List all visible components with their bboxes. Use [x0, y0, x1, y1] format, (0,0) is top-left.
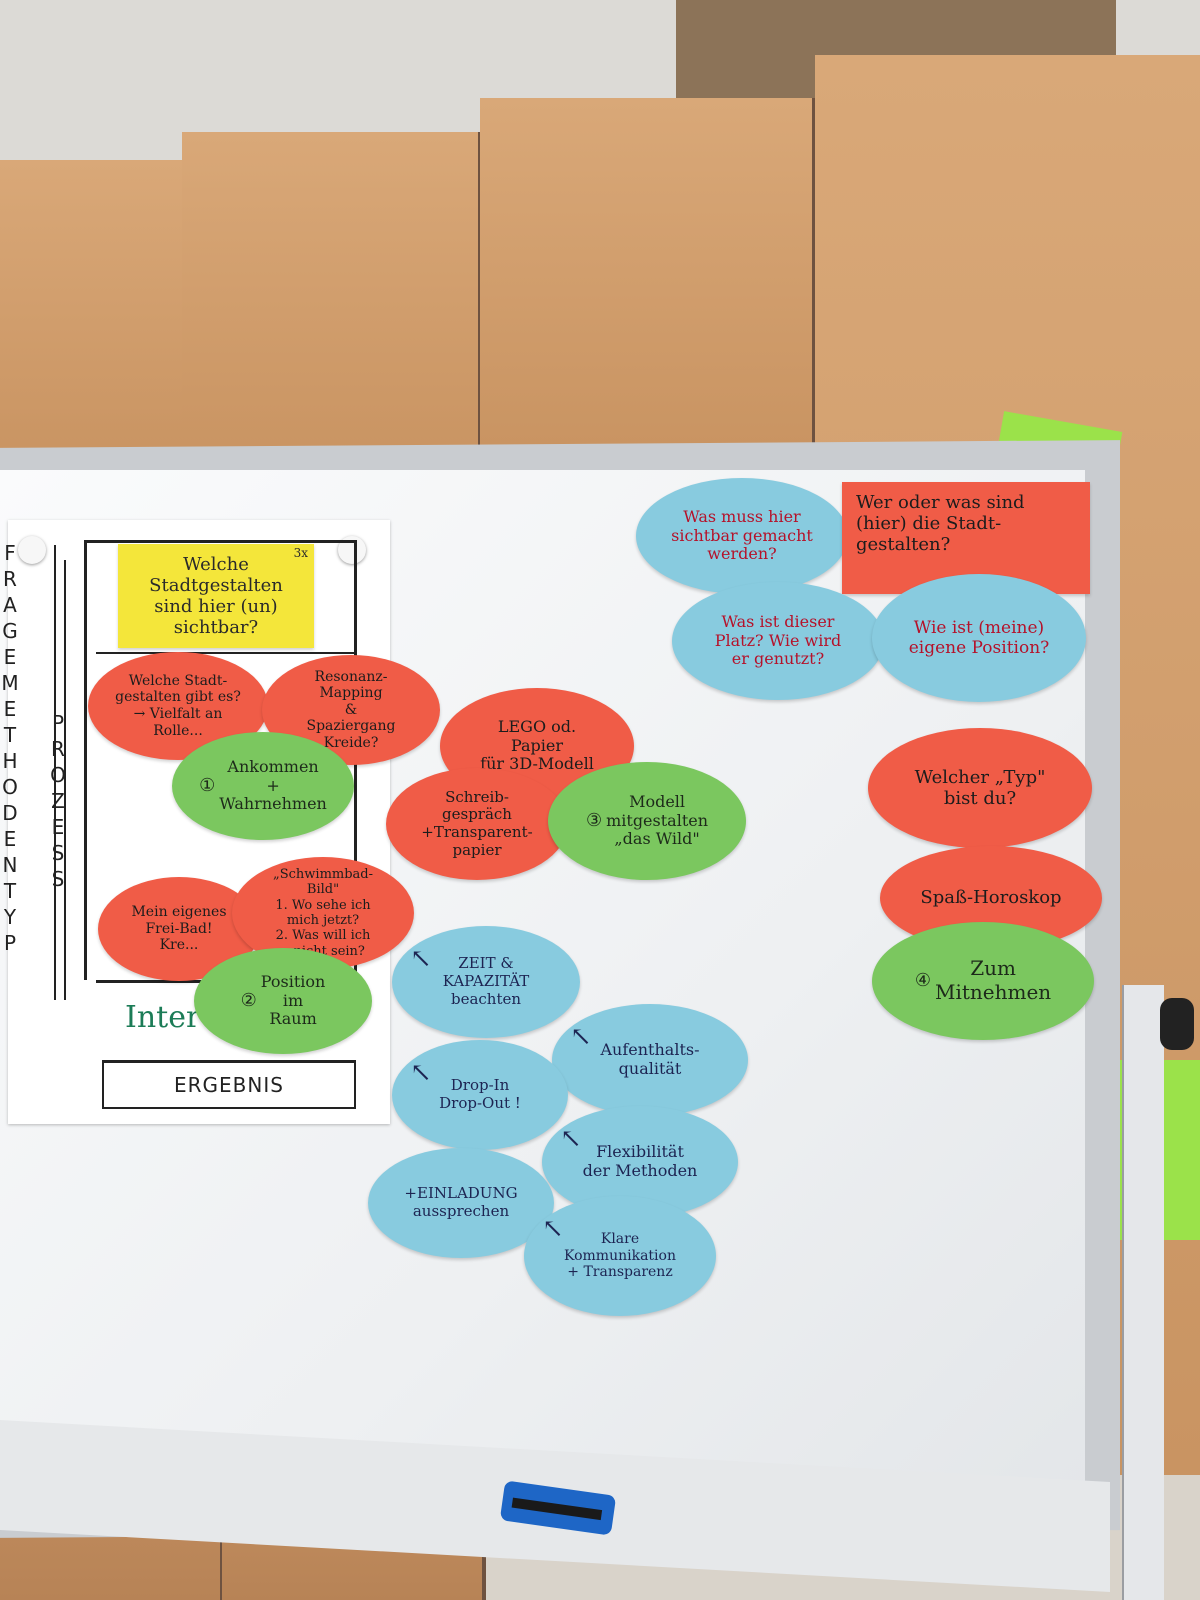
chart-frame: [96, 652, 356, 654]
card-zum-mitnehmen: ④ Zum Mitnehmen: [872, 922, 1094, 1040]
step-number: ③: [585, 810, 603, 832]
card-schreibgespraech: Schreib- gespräch +Transparent- papier: [386, 768, 568, 880]
card-was-muss-sichtbar: Was muss hier sichtbar gemacht werden?: [636, 478, 848, 594]
card-ankommen: ① Ankommen + Wahrnehmen: [172, 732, 354, 840]
step-number: ①: [199, 775, 216, 797]
card-welcher-typ: Welcher „Typ" bist du?: [868, 728, 1092, 848]
chart-frame: [84, 540, 87, 980]
card-wer-oder-was: Wer oder was sind (hier) die Stadt- gest…: [842, 482, 1090, 594]
title-note-text: Welche Stadtgestalten sind hier (un) sic…: [149, 553, 283, 639]
title-sticky-note: Welche Stadtgestalten sind hier (un) sic…: [118, 544, 314, 648]
card-position-im-raum: ② Position im Raum: [194, 948, 372, 1054]
step-number: ④: [914, 970, 931, 992]
arrow-icon: ↖: [410, 944, 432, 974]
chart-frame: [54, 545, 56, 1000]
cabinet-door: [0, 160, 186, 460]
vertical-label-left: FRAGE METHODEN TYP: [1, 541, 19, 955]
card-eigene-position: Wie ist (meine) eigene Position?: [872, 574, 1086, 702]
vertical-label-process: PROZESS: [50, 711, 66, 891]
arrow-icon: ↖: [542, 1214, 564, 1244]
card-einladung: +EINLADUNG aussprechen: [368, 1148, 554, 1258]
card-klare-kommunikation: ↖ Klare Kommunikation + Transparenz: [524, 1196, 716, 1316]
arrow-icon: ↖: [560, 1124, 582, 1154]
stand-knob: [1160, 998, 1194, 1050]
chart-frame: [84, 540, 356, 543]
chart-frame: [64, 560, 66, 1000]
board-stand: [1122, 985, 1164, 1600]
card-was-ist-dieser-platz: Was ist dieser Platz? Wie wird er genutz…: [672, 582, 884, 700]
arrow-icon: ↖: [570, 1022, 592, 1052]
cabinet-door: [182, 132, 482, 462]
ergebnis-box: ERGEBNIS: [102, 1060, 356, 1109]
step-number: ②: [240, 990, 257, 1012]
card-zeit-kapazitaet: ↖ ZEIT & KAPAZITÄT beachten: [392, 926, 580, 1038]
cabinet-door: [480, 98, 816, 448]
card-drop-in-drop-out: ↖ Drop-In Drop-Out !: [392, 1040, 568, 1150]
card-aufenthaltsqualitaet: ↖ Aufenthalts- qualität: [552, 1004, 748, 1116]
arrow-icon: ↖: [410, 1058, 432, 1088]
card-schwimmbad-bild: „Schwimmbad- Bild" 1. Wo sehe ich mich j…: [232, 857, 414, 969]
card-modell-mitgestalten: ③ Modell mitgestalten „das Wild": [548, 762, 746, 880]
title-note-mark: 3x: [293, 546, 308, 560]
magnet: [18, 536, 46, 564]
